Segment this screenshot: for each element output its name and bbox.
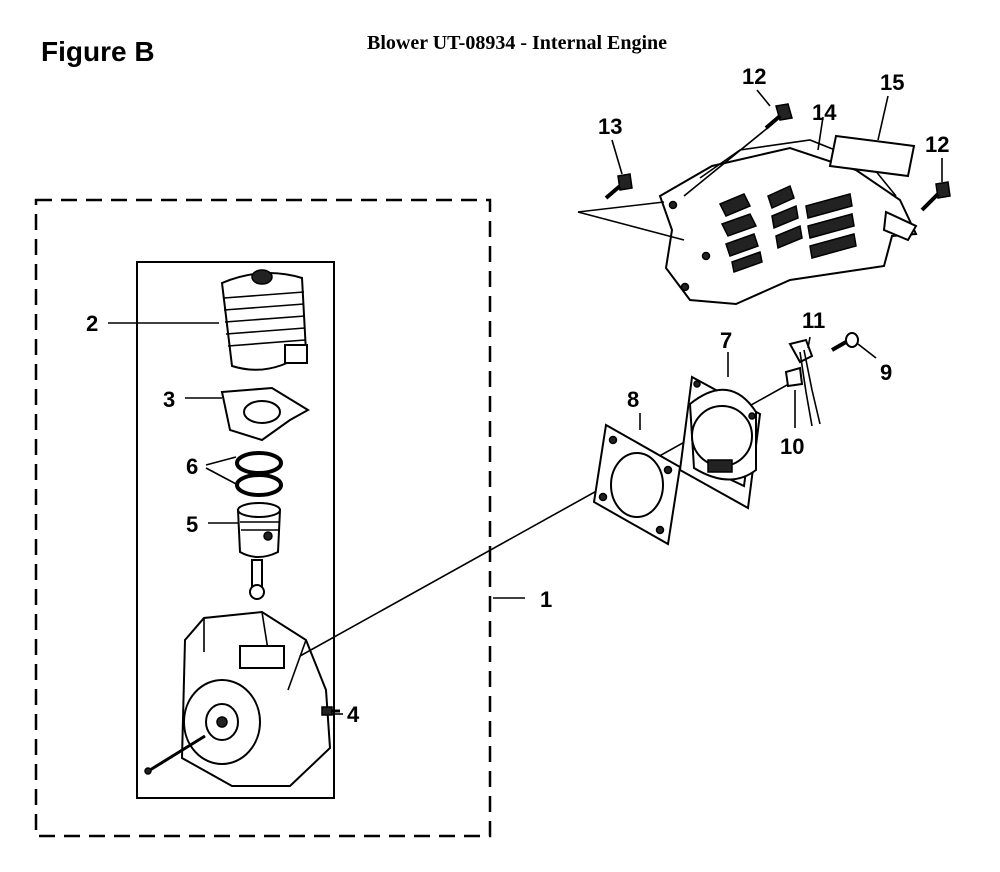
callout-3: 3 (163, 387, 175, 412)
crankcase-screw (321, 706, 340, 716)
leader-line-6a (205, 456, 237, 466)
callout-9: 9 (880, 360, 892, 385)
figure-label: Figure B (41, 36, 155, 67)
callout-15: 15 (880, 70, 904, 95)
cylinder-cover (658, 139, 918, 306)
cylinder-gasket (220, 386, 310, 442)
crankcase (144, 610, 332, 787)
muffler-screw (831, 332, 859, 352)
engine-subassembly-box (136, 261, 335, 799)
cylinder (220, 269, 308, 371)
leader-line-9 (857, 343, 877, 359)
muffler-bracket (784, 338, 821, 427)
callout-5: 5 (186, 512, 198, 537)
cover-screw-top (764, 103, 793, 130)
piston (236, 502, 282, 558)
cover-screw-right (920, 181, 951, 212)
leader-line-11 (807, 336, 811, 349)
muffler-gasket (592, 423, 682, 546)
callout-2: 2 (86, 311, 98, 336)
callout-1: 1 (540, 587, 552, 612)
leader-line-14 (817, 116, 824, 151)
callout-12-right: 12 (925, 132, 949, 157)
muffler (678, 375, 762, 510)
callout-7: 7 (720, 328, 732, 353)
callout-11: 11 (802, 308, 825, 333)
leader-line-13-to-cover-a (577, 201, 665, 213)
leader-line-6b (205, 467, 239, 486)
callout-13: 13 (598, 114, 622, 139)
callout-4: 4 (347, 702, 360, 727)
cover-screw-left (604, 173, 633, 200)
callout-6: 6 (186, 454, 198, 479)
diagram-title: Blower UT-08934 - Internal Engine (367, 32, 668, 54)
connecting-rod (249, 559, 265, 600)
callout-10: 10 (780, 434, 804, 459)
leader-line-13-to-cover-b (577, 211, 685, 241)
leader-line-12a-to-cover (683, 125, 771, 197)
leader-line-13 (611, 139, 623, 175)
callout-8: 8 (627, 387, 639, 412)
piston-rings (235, 451, 283, 497)
leader-line-12a (756, 89, 771, 107)
leader-line-15 (877, 95, 889, 141)
callout-12-top: 12 (742, 64, 766, 89)
warning-label (828, 134, 916, 178)
assembly-boundary (34, 198, 492, 838)
callout-14: 14 (812, 100, 837, 125)
